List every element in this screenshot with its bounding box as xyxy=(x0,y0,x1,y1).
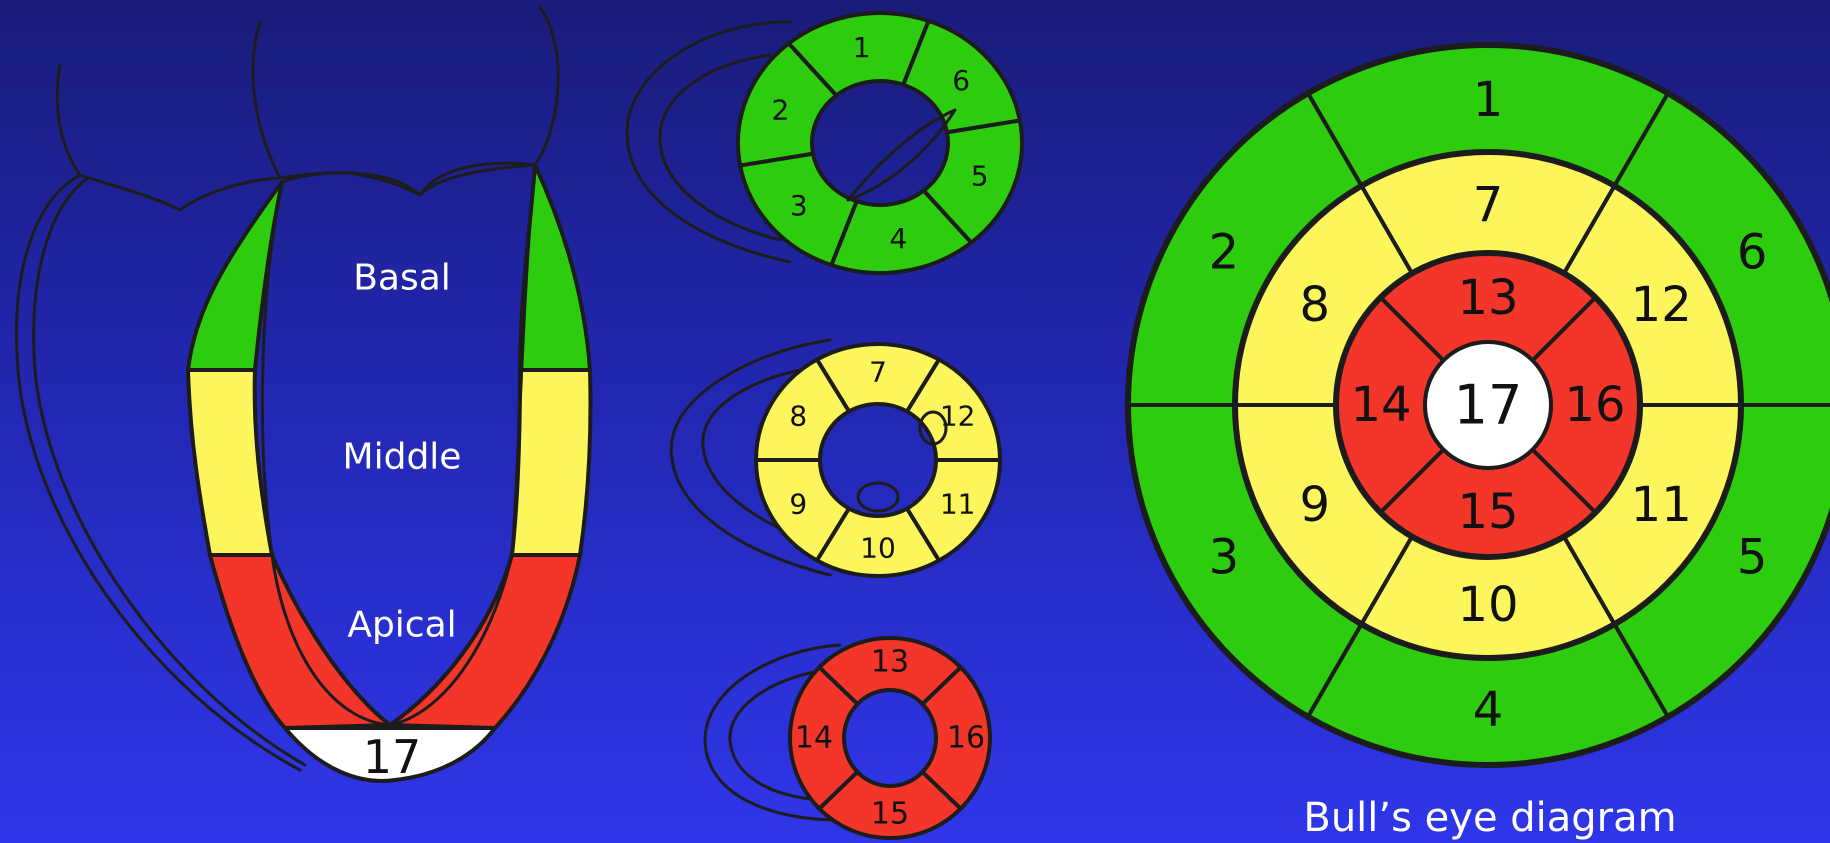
bullseye-ring-border-2 xyxy=(1232,149,1744,661)
heart-outer-outline xyxy=(15,173,302,772)
bullseye-caption: Bull’s eye diagram xyxy=(1303,795,1676,841)
rv-outline-mid xyxy=(669,338,832,577)
short-axis-basal: 1 2 3 4 5 6 xyxy=(625,11,1024,275)
papillary-muscle-1 xyxy=(918,410,948,446)
long-axis-view: Basal Middle Apical 17 xyxy=(15,6,593,784)
bullseye-middle-label-10: 10 xyxy=(1457,577,1518,633)
heart-outer-outline-inner xyxy=(32,176,307,767)
apical-segment-14 xyxy=(788,665,860,811)
mid-label-8: 8 xyxy=(789,400,807,433)
mid-label-10: 10 xyxy=(860,532,896,565)
bullseye-outer-label-4: 4 xyxy=(1473,682,1504,738)
apex-segment xyxy=(283,726,497,783)
bullseye-inner-label-15: 15 xyxy=(1457,484,1518,540)
mid-label-9: 9 xyxy=(789,488,807,521)
apical-segment-13 xyxy=(817,636,963,707)
apical-label-15: 15 xyxy=(871,797,909,832)
apical-segment-16 xyxy=(920,665,992,811)
rv-outline-mid-inner xyxy=(701,366,824,547)
basal-label-6: 6 xyxy=(952,64,970,97)
rv-outline-apical xyxy=(703,643,842,822)
vessel-left xyxy=(55,63,282,212)
apical-segment-15 xyxy=(817,769,963,840)
bullseye-ring-border-1 xyxy=(1125,42,1830,768)
basal-label-1: 1 xyxy=(853,31,871,64)
bullseye-center-label: 17 xyxy=(1454,374,1523,437)
bullseye-middle-label-12: 12 xyxy=(1631,277,1692,333)
bullseye-middle-label-9: 9 xyxy=(1300,477,1331,533)
basal-label-2: 2 xyxy=(771,93,789,126)
middle-label: Middle xyxy=(343,437,462,478)
basal-label-5: 5 xyxy=(971,160,989,193)
mid-label-7: 7 xyxy=(869,356,887,389)
bullseye-outer-label-5: 5 xyxy=(1737,530,1768,586)
bullseye-inner-label-13: 13 xyxy=(1457,270,1518,326)
bullseye-outer-label-1: 1 xyxy=(1473,72,1504,128)
basal-label-4: 4 xyxy=(889,222,907,255)
short-axis-apical: 13 14 15 16 xyxy=(703,636,992,840)
basal-slice-segments: 1 2 3 4 5 6 xyxy=(736,11,1024,275)
apical-label-14: 14 xyxy=(795,721,833,756)
rv-outline-basal-inner xyxy=(658,53,782,242)
bullseye-ring-border-3 xyxy=(1333,250,1643,560)
left-wall-mid xyxy=(186,368,274,557)
bullseye-outer-label-6: 6 xyxy=(1737,225,1768,281)
bullseye-inner-label-14: 14 xyxy=(1350,377,1411,433)
bullseye-middle-label-8: 8 xyxy=(1300,277,1331,333)
bullseye-center-segment xyxy=(1423,340,1553,470)
bullseye-outer-label-3: 3 xyxy=(1209,530,1240,586)
right-wall-basal xyxy=(518,163,592,372)
bullseye-middle-label-7: 7 xyxy=(1473,177,1504,233)
basal-segment-6 xyxy=(901,18,1022,135)
papillary-muscle-2 xyxy=(856,481,900,513)
bullseye-middle-label-11: 11 xyxy=(1631,477,1692,533)
lv-cavity-outline xyxy=(260,163,537,727)
bullseye-outer-label-2: 2 xyxy=(1209,225,1240,281)
apical-label-16: 16 xyxy=(947,721,985,756)
apical-slice-segments: 13 14 15 16 xyxy=(788,636,992,840)
apex-number: 17 xyxy=(363,730,422,784)
rv-outline-basal xyxy=(625,20,792,264)
basal-label: Basal xyxy=(353,258,451,299)
mid-label-11: 11 xyxy=(940,488,976,521)
bullseye-inner-label-16: 16 xyxy=(1564,377,1625,433)
rv-outline-apical-inner xyxy=(728,668,832,802)
right-wall-mid xyxy=(510,368,593,557)
apical-label: Apical xyxy=(347,605,456,646)
vessel-right xyxy=(533,6,560,167)
mitral-valve xyxy=(846,108,957,202)
apical-label-13: 13 xyxy=(871,645,909,680)
basal-label-3: 3 xyxy=(790,189,808,222)
